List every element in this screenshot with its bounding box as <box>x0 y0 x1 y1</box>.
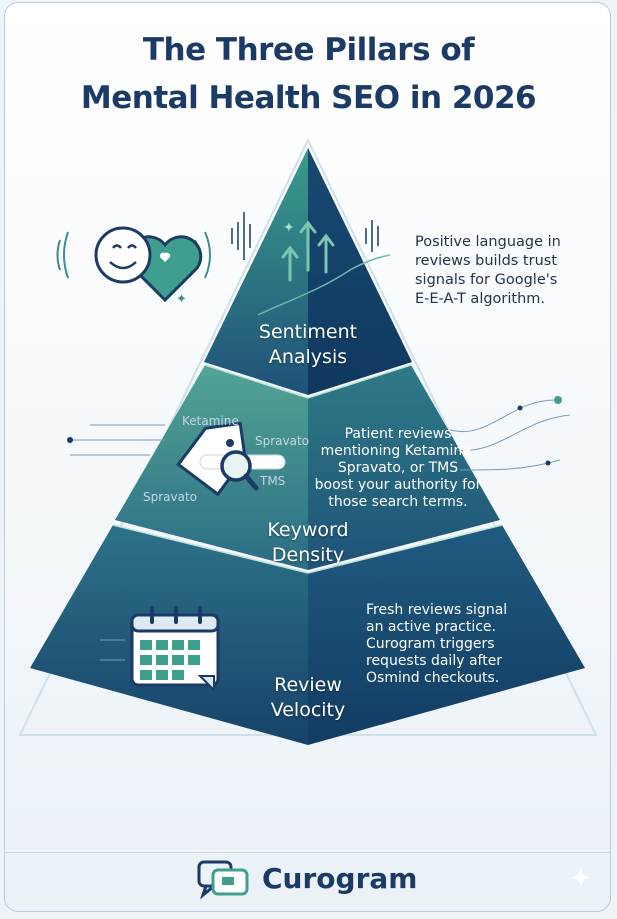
title-line-1: The Three Pillars of <box>142 32 475 68</box>
chat-bubbles-icon <box>197 860 249 900</box>
brand-name: Curogram <box>262 862 418 895</box>
sentiment-description: Positive language in reviews builds trus… <box>415 234 561 307</box>
footer-divider <box>4 852 611 853</box>
tag-word-tms: TMS <box>260 474 286 488</box>
velocity-description: Fresh reviews signal an active practice.… <box>366 602 508 686</box>
sound-wave-icon <box>231 212 379 260</box>
tag-word-ketamine: Ketamine <box>182 414 239 428</box>
svg-text:✦: ✦ <box>176 292 187 307</box>
heart-smile-icon: ✦ <box>56 226 211 307</box>
sparkle-icon: ✦ <box>570 864 592 894</box>
tier-sentiment-analysis: ✦ <box>204 148 412 395</box>
network-lines-icon <box>449 396 571 471</box>
title-line-2: Mental Health SEO in 2026 <box>80 80 537 116</box>
tag-word-spravato-2: Spravato <box>143 490 198 504</box>
calendar-check-icon <box>100 606 220 693</box>
rising-arrows-icon <box>281 220 335 282</box>
tag-word-spravato: Spravato <box>255 434 310 448</box>
tag-search-icon <box>67 421 286 497</box>
keyword-description: Patient reviews mentioning Ketamine, Spr… <box>314 426 482 510</box>
svg-text:✦: ✦ <box>283 220 295 236</box>
